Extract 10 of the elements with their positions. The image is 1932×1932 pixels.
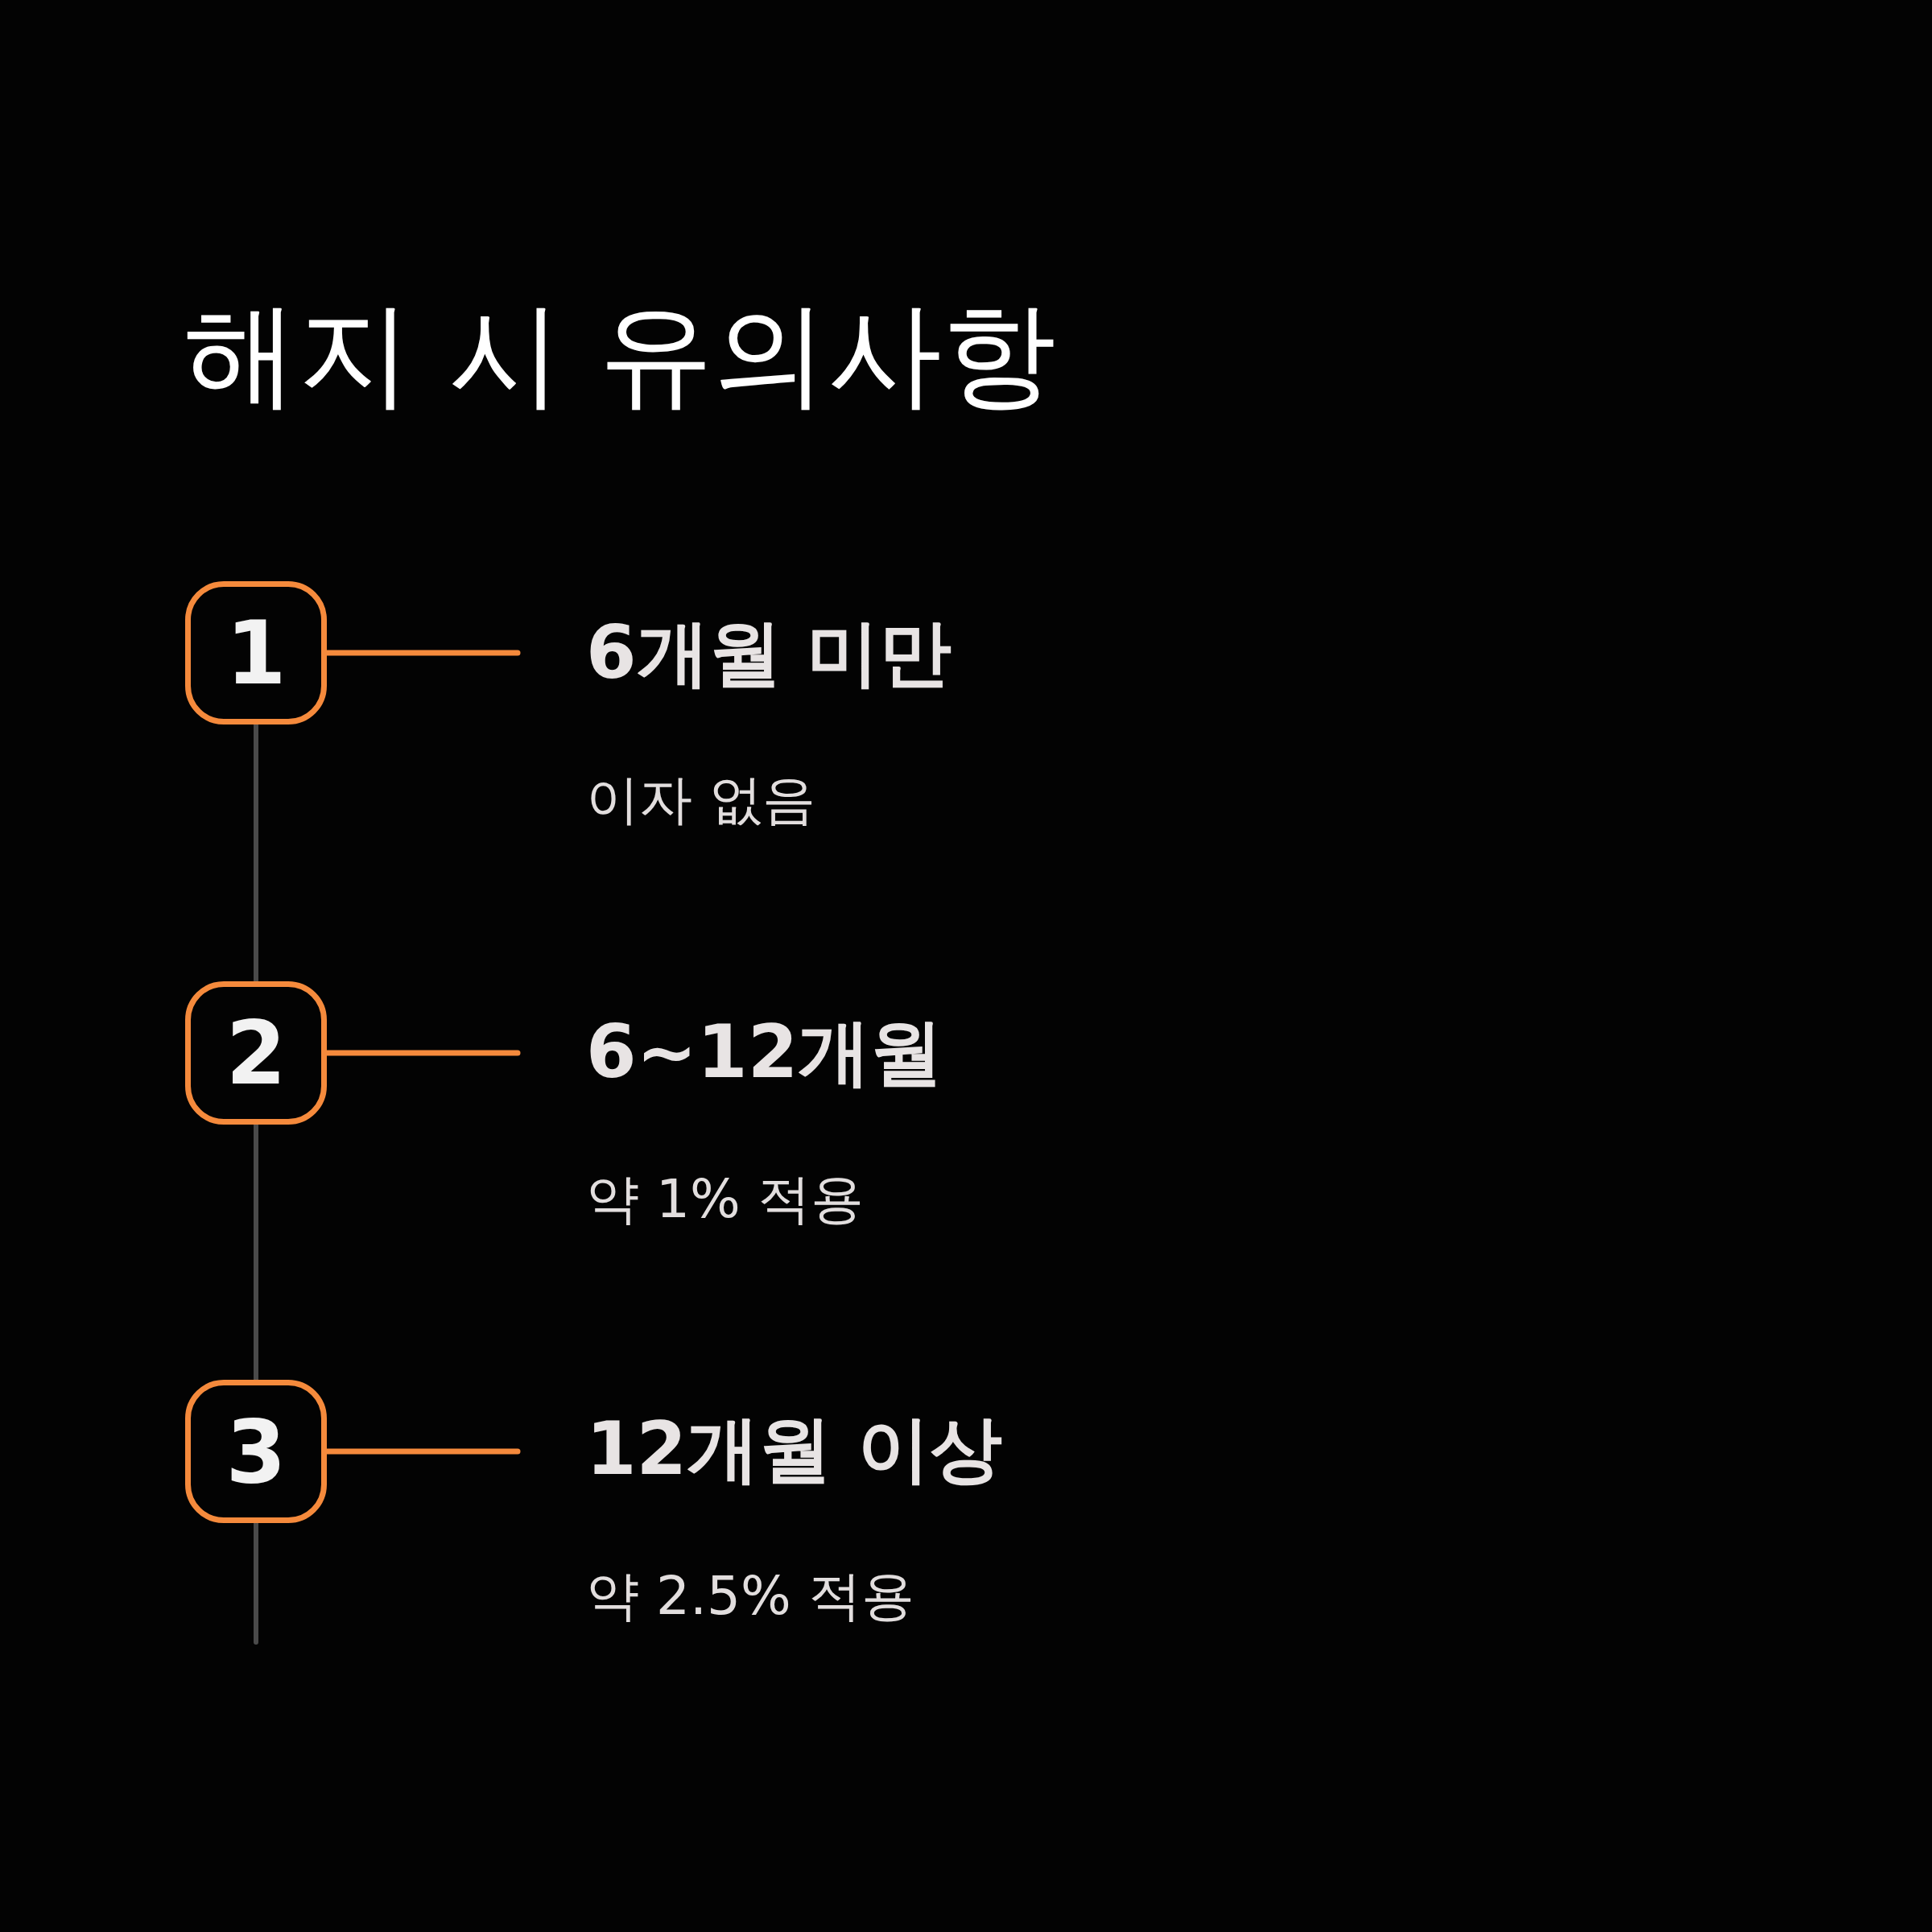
title: 해지 시 유의사항 — [184, 287, 1057, 422]
step-heading: 6~12개월 — [586, 1009, 943, 1096]
step-description: 이자 없음 — [586, 768, 815, 832]
step-number-badge: 3 — [185, 1380, 327, 1523]
step-heading: 6개월 미만 — [586, 609, 952, 696]
step-description: 약 1% 적용 — [586, 1167, 864, 1232]
step-number-badge: 2 — [185, 981, 327, 1125]
step-number-badge: 1 — [185, 581, 327, 724]
step-description: 약 2.5% 적용 — [586, 1564, 914, 1629]
step-heading: 12개월 이상 — [586, 1406, 1002, 1492]
